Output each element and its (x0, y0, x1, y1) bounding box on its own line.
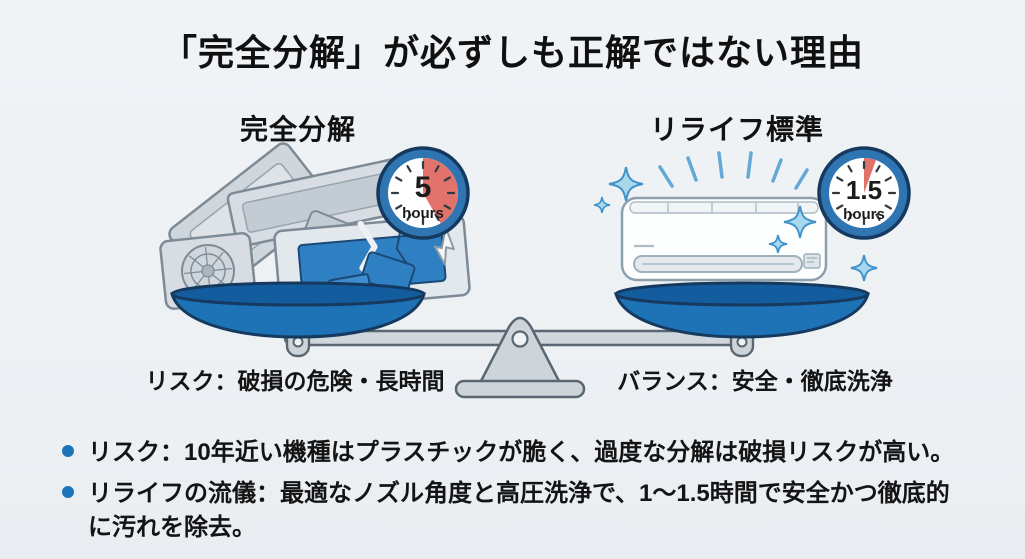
bullet-line-1: リライフの流儀：最適なノズル角度と高圧洗浄で、1〜1.5時間で安全かつ徹底的 (88, 480, 950, 507)
bullet-list: リスク：10年近い機種はプラスチックが脆く、過度な分解は破損リスクが高い。 リラ… (62, 436, 992, 552)
list-item: リライフの流儀：最適なノズル角度と高圧洗浄で、1〜1.5時間で安全かつ徹底的 に… (62, 477, 992, 545)
bullet-text: リライフの流儀：最適なノズル角度と高圧洗浄で、1〜1.5時間で安全かつ徹底的 に… (88, 477, 950, 545)
right-column-label: リライフ標準 (649, 114, 824, 145)
timer-unit: hours (843, 206, 885, 223)
timer-5-hours-icon: 5 hours (376, 146, 470, 240)
bullet-dot-icon (62, 445, 74, 457)
left-column-label: 完全分解 (239, 114, 356, 145)
right-scale-pan (613, 281, 871, 339)
list-item: リスク：10年近い機種はプラスチックが脆く、過度な分解は破損リスクが高い。 (62, 436, 992, 470)
scale-pivot (454, 316, 586, 399)
bullet-line-2: に汚れを除去。 (88, 514, 256, 541)
timer-unit: hours (402, 205, 444, 222)
timer-1-5-hours-icon: 1.5 hours (817, 146, 911, 240)
right-pan-caption: バランス：安全・徹底洗浄 (617, 368, 893, 394)
shine-rays-icon (658, 151, 809, 190)
bullet-dot-icon (62, 486, 74, 498)
broken-piece (433, 226, 455, 266)
bullet-text: リスク：10年近い機種はプラスチックが脆く、過度な分解は破損リスクが高い。 (88, 439, 955, 466)
timer-value: 1.5 (846, 175, 882, 205)
ac-unit (593, 151, 878, 282)
left-pan-caption: リスク：破損の危険・長時間 (145, 368, 445, 394)
timer-value: 5 (415, 171, 432, 204)
sparkle-icon (593, 166, 878, 282)
page-title: 「完全分解」が必ずしも正解ではない理由 (160, 32, 864, 73)
left-scale-pan (169, 281, 427, 339)
